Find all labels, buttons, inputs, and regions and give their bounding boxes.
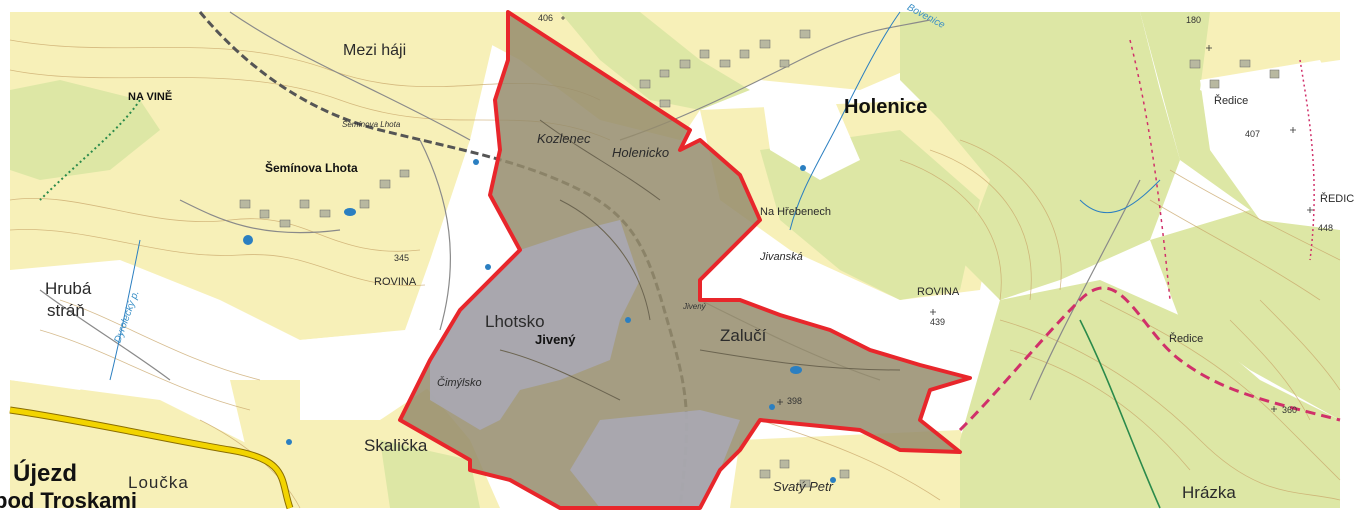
label-lhotsko: Lhotsko xyxy=(485,312,545,331)
green-trail xyxy=(1079,319,1161,509)
label-mezi-haji: Mezi háji xyxy=(343,42,407,59)
label-kozlenec: Kozlenec xyxy=(537,131,591,146)
label-na-hrebenech: Na Hřebenech xyxy=(760,206,831,218)
reserve-internal-lines xyxy=(499,119,901,401)
reserve-grey-zone-south xyxy=(570,410,740,508)
label-redice-north: Ředice xyxy=(1214,95,1249,107)
settlement-svaty-petr xyxy=(759,459,850,488)
label-cimylsko: Čimýlsko xyxy=(437,377,482,389)
label-hrazka: Hrázka xyxy=(1182,483,1236,502)
reserve-grey-zone xyxy=(430,220,640,430)
settlement-holenice xyxy=(639,29,811,108)
label-elev-360: 360 xyxy=(1282,405,1298,415)
label-jiveny-rail: Jivený xyxy=(683,302,706,311)
label-redice-east-elev: 448 xyxy=(1318,223,1334,233)
label-pod-troskami: pod Troskami xyxy=(0,488,138,513)
label-rovina-east-elev: 439 xyxy=(930,317,946,327)
streams xyxy=(109,11,1161,381)
label-elev-398: 398 xyxy=(787,396,803,406)
settlement-seminova-lhota xyxy=(239,169,410,228)
clearings xyxy=(10,60,1340,420)
label-zaluci: Zalučí xyxy=(720,326,767,345)
label-jiveny: Jivený xyxy=(535,332,576,347)
label-svaty-petr: Svatý Petr xyxy=(773,479,833,494)
label-redice-east: ŘEDIC xyxy=(1320,193,1355,205)
label-elev-407: 407 xyxy=(1245,129,1261,139)
label-seminova-lhota-rail: Šemínova Lhota xyxy=(342,120,401,129)
label-holenice: Holenice xyxy=(844,96,928,118)
label-seminova-lhota: Šemínova Lhota xyxy=(265,161,358,175)
label-skalicka: Skalička xyxy=(364,436,428,455)
label-jivanska: Jivanská xyxy=(760,251,803,263)
label-redice-south: Ředice xyxy=(1169,333,1204,345)
label-ujezd: Újezd xyxy=(13,460,78,487)
label-loucka: Loučka xyxy=(128,473,189,492)
label-elev-345: 345 xyxy=(394,253,410,263)
label-holenicko: Holenicko xyxy=(612,145,670,160)
label-hruba-stran-2: stráň xyxy=(47,301,85,320)
marked-trail-north xyxy=(1129,39,1171,301)
label-rovina-west: ROVINA xyxy=(374,276,417,288)
main-road-fill xyxy=(9,407,293,509)
label-na-vine: NA VINĚ xyxy=(128,91,173,103)
label-hruba-stran-1: Hrubá xyxy=(45,279,92,298)
elevation-markers xyxy=(561,16,1313,412)
marked-trail xyxy=(958,286,1341,432)
settlement-redice xyxy=(1189,59,1280,89)
water-points xyxy=(243,159,836,483)
label-elev-406: 406 xyxy=(538,13,554,23)
label-elev-180: 180 xyxy=(1186,15,1202,25)
label-rovina-east: ROVINA xyxy=(917,286,960,298)
reserve-boundary-line xyxy=(398,10,972,510)
